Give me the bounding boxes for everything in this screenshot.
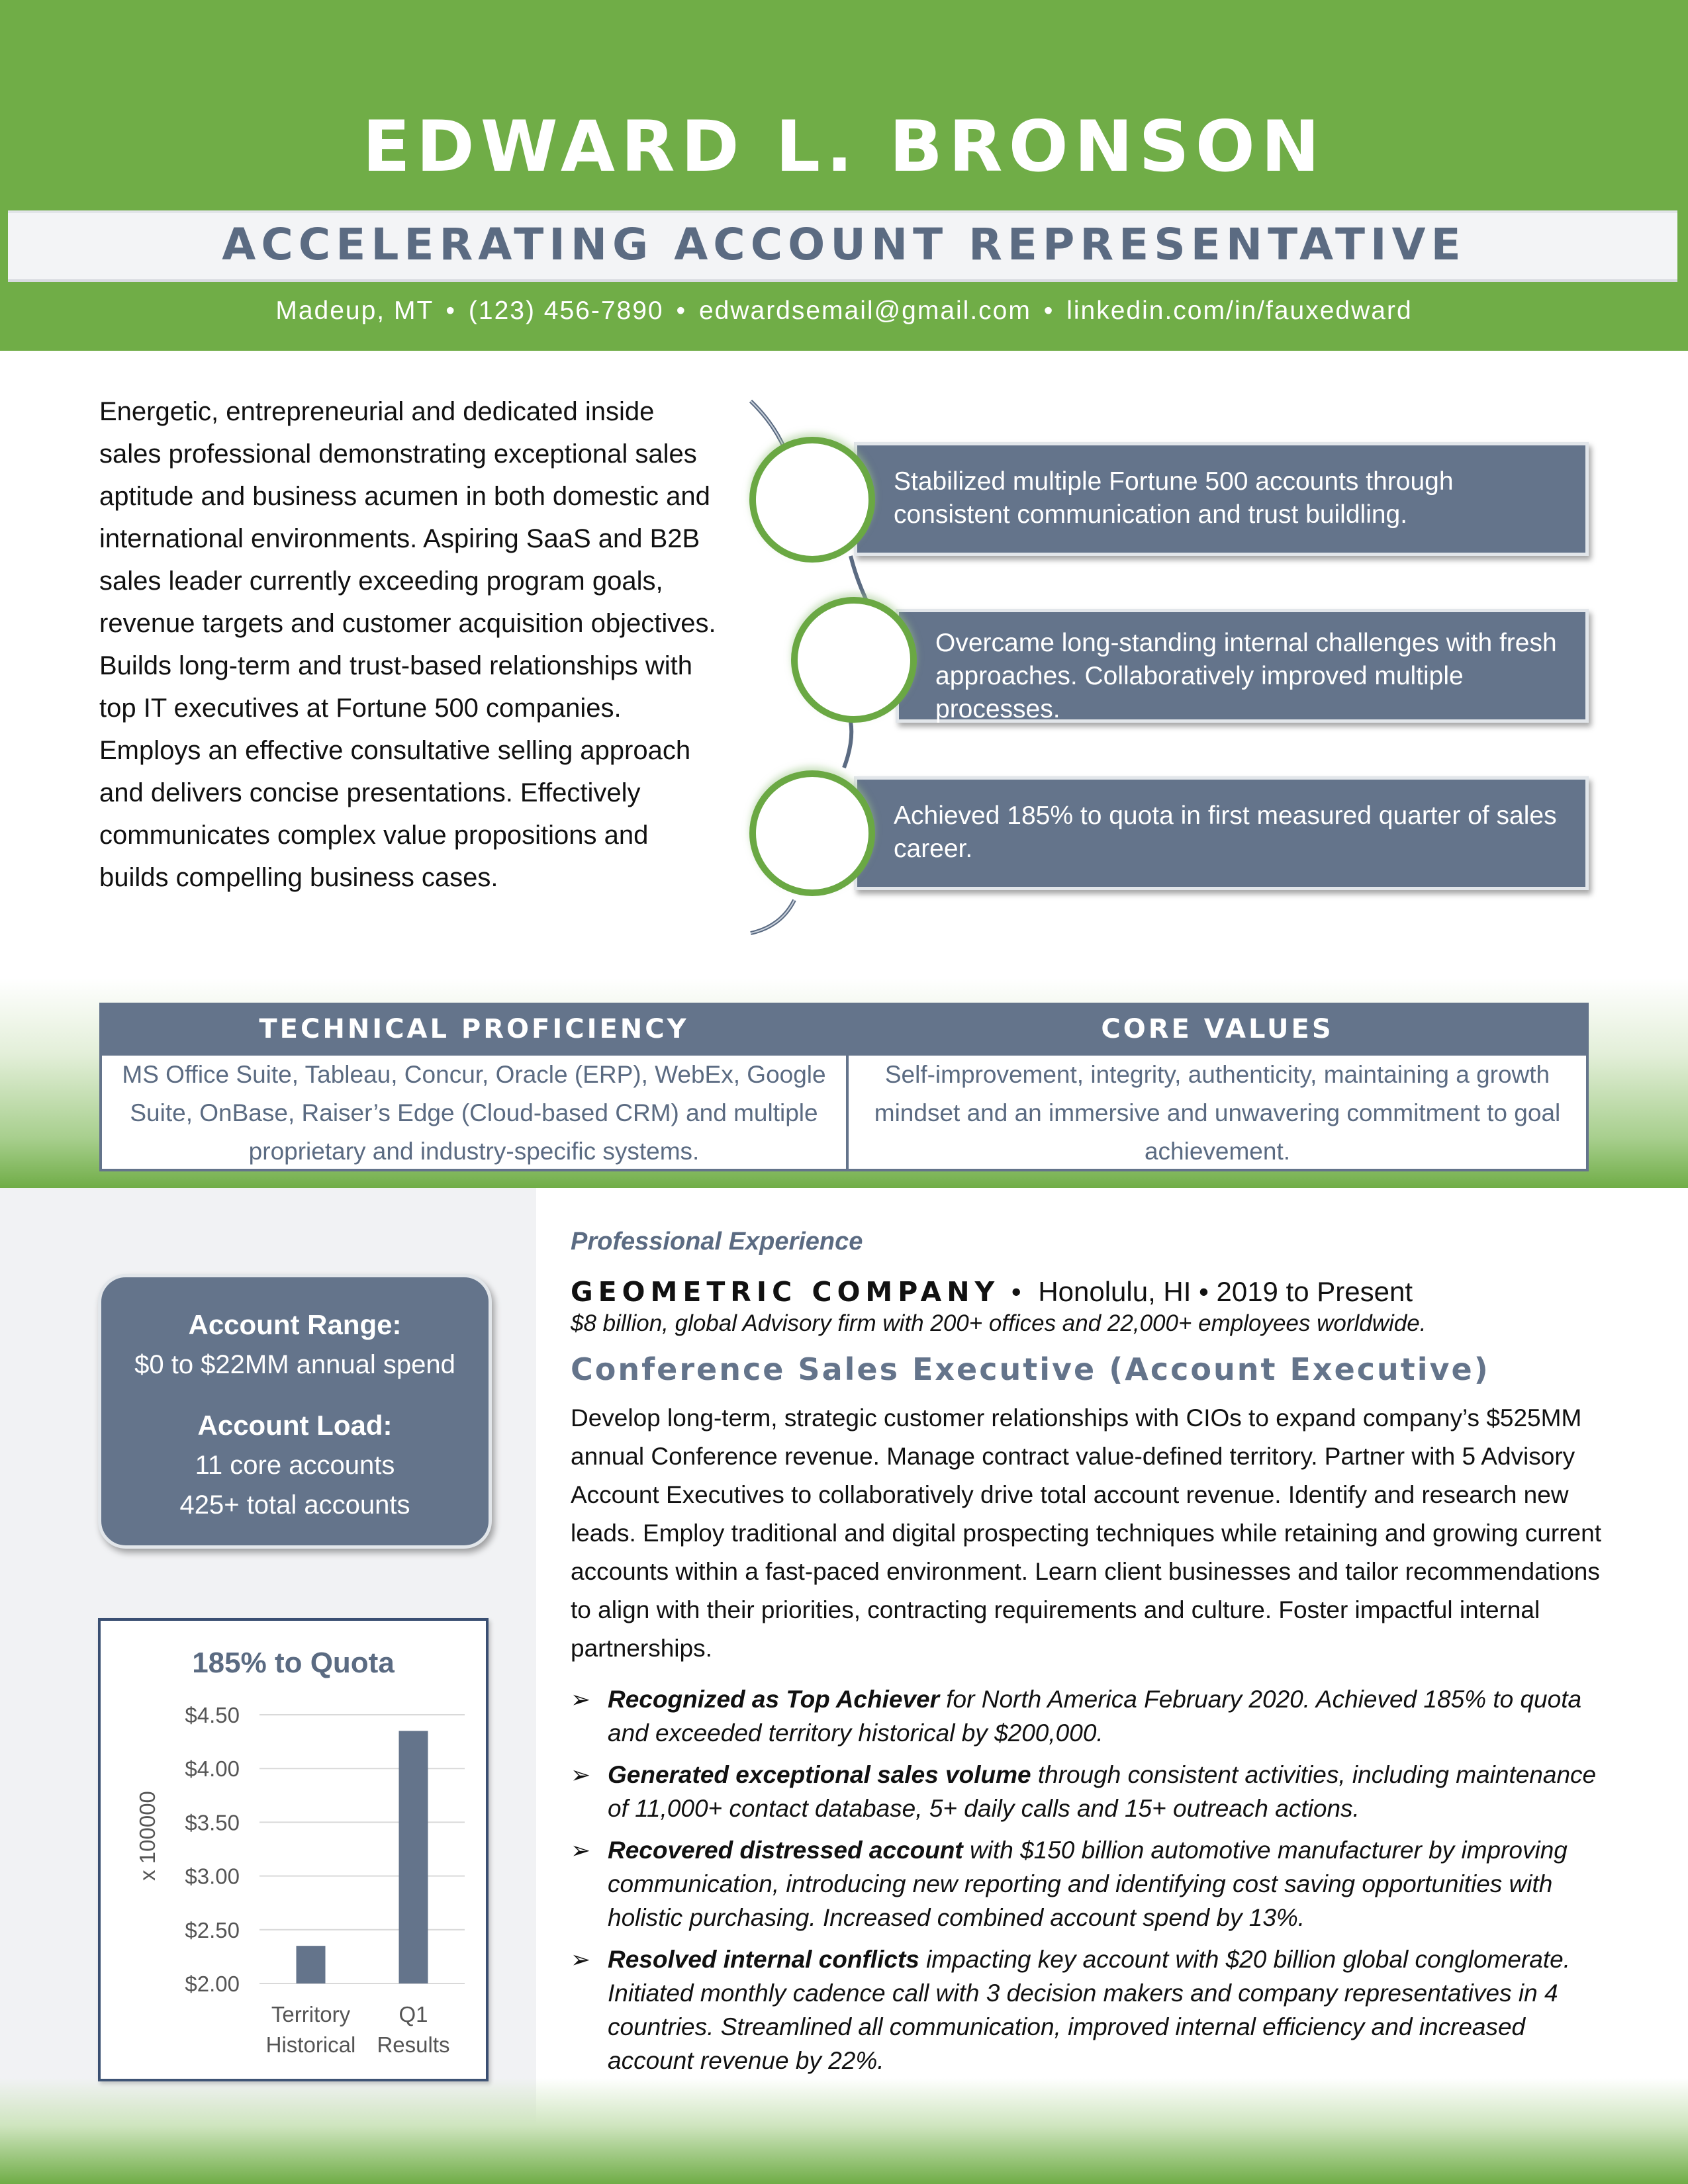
achievement-headline: Generated exceptional sales volume bbox=[608, 1761, 1031, 1788]
technical-proficiency-body: MS Office Suite, Tableau, Concur, Oracle… bbox=[122, 1061, 826, 1165]
chart-bar bbox=[296, 1946, 326, 1983]
account-summary-card: Account Range: $0 to $22MM annual spend … bbox=[98, 1274, 492, 1549]
job-title: Conference Sales Executive (Account Exec… bbox=[571, 1351, 1490, 1387]
arrow-bullet-icon: ➢ bbox=[571, 1686, 591, 1713]
tagline: ACCELERATING ACCOUNT REPRESENTATIVE bbox=[222, 219, 1466, 270]
table-column-divider bbox=[846, 1005, 849, 1169]
y-tick-label: $4.50 bbox=[185, 1703, 240, 1727]
contact-separator: • bbox=[445, 296, 457, 325]
achievement-headline: Recovered distressed account bbox=[608, 1837, 963, 1864]
contact-email[interactable]: edwardsemail@gmail.com bbox=[698, 296, 1031, 325]
highlight-text: Achieved 185% to quota in first measured… bbox=[894, 801, 1557, 863]
highlight-circle bbox=[749, 437, 875, 563]
contact-linkedin[interactable]: linkedin.com/in/fauxedward bbox=[1066, 296, 1413, 325]
highlight-text: Overcame long-standing internal challeng… bbox=[935, 629, 1557, 723]
header-band bbox=[0, 0, 1688, 351]
table-header-rule bbox=[102, 1053, 1586, 1056]
job-description: Develop long-term, strategic customer re… bbox=[571, 1404, 1601, 1662]
chart-title: 185% to Quota bbox=[192, 1647, 395, 1679]
highlight-box: Overcame long-standing internal challeng… bbox=[896, 609, 1589, 723]
achievement-item: ➢ Generated exceptional sales volume thro… bbox=[571, 1758, 1603, 1825]
chart-bar bbox=[399, 1731, 428, 1983]
company-location-dates: Honolulu, HI • 2019 to Present bbox=[1038, 1276, 1413, 1307]
achievement-detail: impacting key account with $20 billion g… bbox=[608, 1946, 1570, 2074]
highlight-circle bbox=[791, 597, 917, 723]
core-values-header: CORE VALUES bbox=[849, 1005, 1586, 1053]
contact-phone: (123) 456-7890 bbox=[468, 296, 664, 325]
tagline-band bbox=[8, 210, 1677, 282]
arrow-bullet-icon: ➢ bbox=[571, 1946, 591, 1973]
highlight-box: Achieved 185% to quota in first measured… bbox=[854, 776, 1589, 890]
contact-line: Madeup, MT • (123) 456-7890 • edwardsema… bbox=[0, 296, 1688, 326]
x-tick-label: Historical bbox=[266, 2032, 356, 2057]
quota-chart: 185% to Quota $2.00 $2.50 $3.00 $3.50 $4.00 $4… bbox=[98, 1618, 489, 2081]
company-separator: • bbox=[1011, 1276, 1021, 1307]
company-line: GEOMETRIC COMPANY • Honolulu, HI • 2019 … bbox=[571, 1276, 1603, 1308]
company-name: GEOMETRIC COMPANY bbox=[571, 1276, 1000, 1308]
highlight-text: Stabilized multiple Fortune 500 accounts… bbox=[894, 467, 1454, 529]
x-tick-label: Q1 bbox=[399, 2002, 428, 2026]
account-load-total: 425+ total accounts bbox=[179, 1490, 410, 1520]
achievement-headline: Resolved internal conflicts bbox=[608, 1946, 919, 1973]
highlight-circle bbox=[749, 770, 875, 896]
company-description: $8 billion, global Advisory firm with 20… bbox=[571, 1310, 1427, 1336]
account-range-value: $0 to $22MM annual spend bbox=[134, 1350, 455, 1379]
technical-proficiency-header: TECHNICAL PROFICIENCY bbox=[102, 1005, 846, 1053]
arrow-bullet-icon: ➢ bbox=[571, 1761, 591, 1788]
candidate-name: EDWARD L. BRONSON bbox=[362, 106, 1326, 187]
achievement-item: ➢ Recognized as Top Achiever for North Am… bbox=[571, 1682, 1603, 1750]
y-tick-label: $3.50 bbox=[185, 1810, 240, 1835]
achievement-list: ➢ Recognized as Top Achiever for North Am… bbox=[571, 1682, 1603, 2077]
y-tick-label: $2.50 bbox=[185, 1918, 240, 1942]
highlights-timeline: Stabilized multiple Fortune 500 accounts… bbox=[735, 384, 1622, 966]
achievement-detail: with $150 billion automotive manufacture… bbox=[608, 1837, 1568, 1931]
achievement-detail: through consistent activities, including… bbox=[608, 1761, 1597, 1822]
contact-separator: • bbox=[1043, 296, 1055, 325]
y-tick-label: $2.00 bbox=[185, 1972, 240, 1996]
achievement-headline: Recognized as Top Achiever bbox=[608, 1686, 939, 1713]
x-tick-label: Results bbox=[377, 2032, 449, 2057]
highlight-box: Stabilized multiple Fortune 500 accounts… bbox=[854, 442, 1589, 556]
quota-chart-svg: 185% to Quota $2.00 $2.50 $3.00 $3.50 $4.00 $4… bbox=[135, 1647, 465, 2057]
skills-values-table: TECHNICAL PROFICIENCY CORE VALUES MS Off… bbox=[99, 1003, 1589, 1171]
core-values-body: Self-improvement, integrity, authenticit… bbox=[874, 1061, 1561, 1165]
x-tick-label: Territory bbox=[271, 2002, 351, 2026]
account-load-label: Account Load: bbox=[197, 1410, 393, 1441]
y-axis-label: x 100000 bbox=[135, 1791, 160, 1881]
account-load-core: 11 core accounts bbox=[195, 1451, 395, 1480]
arrow-bullet-icon: ➢ bbox=[571, 1837, 591, 1864]
section-label: Professional Experience bbox=[571, 1228, 863, 1255]
achievement-detail: for North America February 2020. Achieve… bbox=[608, 1686, 1582, 1747]
experience-section: Professional Experience GEOMETRIC COMPAN… bbox=[571, 1228, 1603, 2077]
y-tick-label: $4.00 bbox=[185, 1756, 240, 1781]
professional-summary: Energetic, entrepreneurial and dedicated… bbox=[99, 397, 716, 892]
contact-separator: • bbox=[676, 296, 687, 325]
y-tick-label: $3.00 bbox=[185, 1864, 240, 1889]
achievement-item: ➢ Recovered distressed account with $150 … bbox=[571, 1833, 1603, 1934]
account-range-label: Account Range: bbox=[188, 1309, 402, 1340]
contact-location: Madeup, MT bbox=[275, 296, 434, 325]
achievement-item: ➢ Resolved internal conflicts impacting k… bbox=[571, 1942, 1603, 2077]
footer-band bbox=[0, 2078, 1688, 2184]
